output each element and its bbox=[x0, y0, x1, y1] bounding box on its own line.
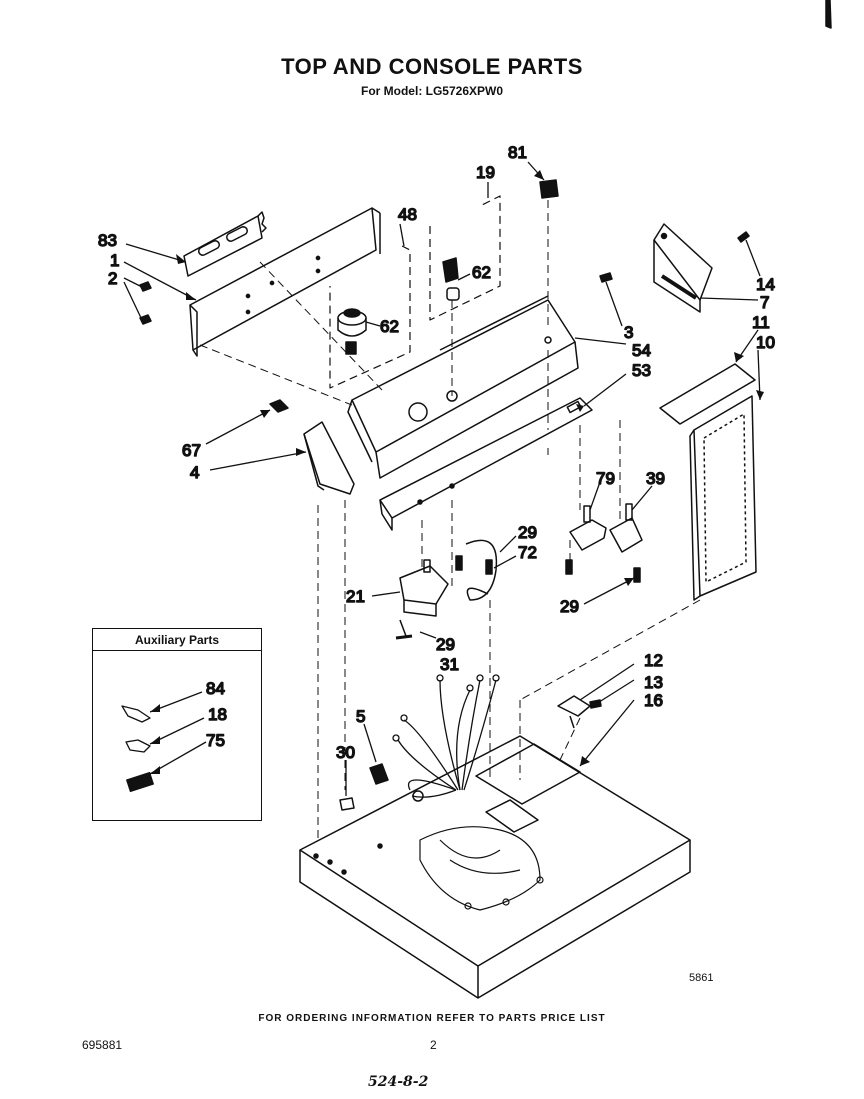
page-title: TOP AND CONSOLE PARTS bbox=[281, 54, 583, 79]
lint-screen bbox=[689, 395, 757, 601]
callout-16: 16 bbox=[644, 691, 663, 710]
callout-29b: 29 bbox=[436, 635, 455, 654]
callout-2: 2 bbox=[108, 269, 117, 288]
auxiliary-parts-title: Auxiliary Parts bbox=[93, 629, 261, 651]
page-number: 2 bbox=[430, 1038, 437, 1052]
callout-48: 48 bbox=[398, 205, 417, 224]
top-wiring bbox=[419, 826, 544, 911]
callout-72: 72 bbox=[518, 543, 537, 562]
selector-knob bbox=[442, 257, 460, 301]
auxiliary-parts-box: Auxiliary Parts bbox=[92, 628, 262, 821]
callout-79: 79 bbox=[596, 469, 615, 488]
callout-29a: 29 bbox=[518, 523, 537, 542]
wiring-harness bbox=[392, 674, 500, 798]
auxiliary-parts-drawings bbox=[121, 705, 154, 793]
screw-14 bbox=[737, 231, 750, 243]
callout-12: 12 bbox=[644, 651, 663, 670]
timer bbox=[395, 559, 449, 640]
clip-5 bbox=[369, 763, 389, 785]
callout-81: 81 bbox=[508, 143, 527, 162]
switch-39 bbox=[609, 503, 643, 553]
control-knob-81 bbox=[539, 179, 559, 199]
callout-14: 14 bbox=[756, 275, 775, 294]
assembly-guide-lines bbox=[199, 200, 701, 840]
knob-group-19 bbox=[429, 195, 501, 321]
document-number: 695881 bbox=[82, 1038, 123, 1052]
arrowheads bbox=[150, 170, 764, 774]
ordering-note: FOR ORDERING INFORMATION REFER TO PARTS … bbox=[258, 1013, 606, 1024]
callout-83: 83 bbox=[98, 231, 117, 250]
callout-18: 18 bbox=[208, 705, 227, 724]
callout-labels: 83 1 2 48 19 81 62 62 14 7 3 54 53 11 10… bbox=[97, 142, 775, 763]
callout-13: 13 bbox=[644, 673, 663, 692]
callout-29c: 29 bbox=[560, 597, 579, 616]
callout-5: 5 bbox=[356, 707, 365, 726]
console-trim bbox=[379, 397, 593, 531]
end-cap-left bbox=[303, 421, 355, 495]
callout-21: 21 bbox=[346, 587, 365, 606]
end-cap-right bbox=[653, 223, 713, 313]
callout-19: 19 bbox=[476, 163, 495, 182]
model-subtitle: For Model: LG5726XPW0 bbox=[360, 84, 504, 98]
screw-3 bbox=[599, 272, 613, 283]
callout-1: 1 bbox=[110, 251, 119, 270]
callout-62b: 62 bbox=[380, 317, 399, 336]
callout-54: 54 bbox=[632, 341, 651, 360]
ground-wire-72 bbox=[465, 539, 498, 601]
callout-53: 53 bbox=[632, 361, 651, 380]
callout-67: 67 bbox=[182, 441, 201, 460]
screws-2 bbox=[139, 281, 152, 325]
drawing-code: 5861 bbox=[689, 972, 714, 984]
clip-30 bbox=[339, 797, 355, 811]
top-panel bbox=[299, 735, 691, 999]
back-panel bbox=[189, 207, 381, 357]
callout-39: 39 bbox=[646, 469, 665, 488]
callout-4: 4 bbox=[190, 463, 199, 482]
screws-29 bbox=[455, 555, 641, 583]
switch-79 bbox=[569, 505, 607, 551]
callout-84: 84 bbox=[206, 679, 225, 698]
lint-screen-cover bbox=[659, 363, 756, 425]
clip-67 bbox=[269, 399, 289, 413]
knob-group-48 bbox=[329, 245, 411, 389]
terminal-block bbox=[557, 695, 602, 729]
callout-7: 7 bbox=[760, 293, 769, 312]
callout-11: 11 bbox=[752, 313, 770, 332]
timer-knob bbox=[337, 308, 367, 355]
registration-mark bbox=[825, 0, 832, 29]
callout-30: 30 bbox=[336, 743, 355, 762]
end-bracket bbox=[183, 211, 267, 277]
callout-10: 10 bbox=[756, 333, 775, 352]
callout-75: 75 bbox=[206, 731, 225, 750]
callout-62a: 62 bbox=[472, 263, 491, 282]
callout-3: 3 bbox=[624, 323, 633, 342]
callout-31: 31 bbox=[440, 655, 459, 674]
handwritten-note: 524-8-2 bbox=[368, 1074, 429, 1090]
